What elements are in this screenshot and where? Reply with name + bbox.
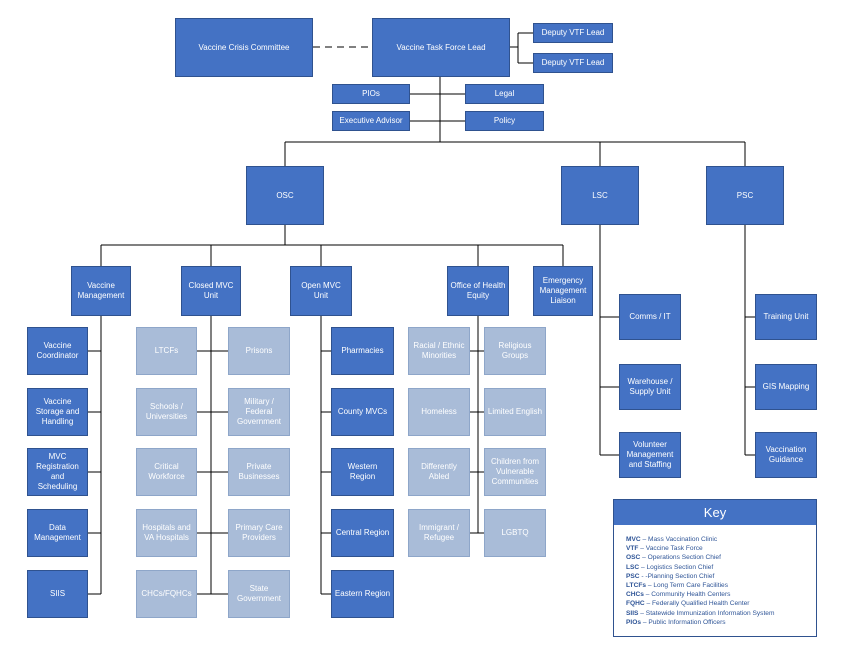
key-definition: – Mass Vaccination Clinic xyxy=(640,536,718,543)
vaccine-crisis-committee: Vaccine Crisis Committee xyxy=(175,18,313,77)
emergency-management-liaison-node: Emergency Management Liaison xyxy=(533,266,593,316)
county-mvcs-node: County MVCs xyxy=(331,388,394,436)
key-entry: SIIS – Statewide Immunization Informatio… xyxy=(626,609,816,618)
prisons-node: Prisons xyxy=(228,327,290,375)
key-title: Key xyxy=(614,500,816,525)
key-definition: – Statewide Immunization Information Sys… xyxy=(638,609,775,617)
eastern-region-node: Eastern Region xyxy=(331,570,394,618)
key-definition: – Logistics Section Chief xyxy=(639,563,714,571)
key-abbr: PSC xyxy=(626,572,640,580)
military-node: Military / Federal Government xyxy=(228,388,290,436)
homeless-node: Homeless xyxy=(408,388,470,436)
training-unit-node: Training Unit xyxy=(755,294,817,340)
key-definition: – Long Term Care Facilities xyxy=(646,582,728,590)
gis-mapping-node: GIS Mapping xyxy=(755,364,817,410)
vaccination-guidance-node: Vaccination Guidance xyxy=(755,432,817,478)
key-definition: – Community Health Centers xyxy=(643,591,731,599)
key-entry: LSC – Logistics Section Chief xyxy=(626,563,816,572)
key-entry: PIOs – Public Information Officers xyxy=(626,618,816,627)
private-businesses-node: Private Businesses xyxy=(228,448,290,496)
state-government-node: State Government xyxy=(228,570,290,618)
lgbtq-node: LGBTQ xyxy=(484,509,546,557)
key-definition: – Public Information Officers xyxy=(641,618,726,626)
schools-node: Schools / Universities xyxy=(136,388,197,436)
key-abbr: LTCFs xyxy=(626,582,647,590)
vaccine-coordinator-node: Vaccine Coordinator xyxy=(27,327,88,375)
data-management-node: Data Management xyxy=(27,509,88,557)
vaccine-management-node: Vaccine Management xyxy=(71,266,131,316)
differently-abled-node: Differently Abled xyxy=(408,448,470,496)
pharmacies-node: Pharmacies xyxy=(331,327,394,375)
closed-mvc-unit-node: Closed MVC Unit xyxy=(181,266,241,316)
siis-node: SIIS xyxy=(27,570,88,618)
key-abbr: SIIS xyxy=(626,609,639,617)
key-entry: CHCs – Community Health Centers xyxy=(626,590,816,599)
mvc-registration-node: MVC Registration and Scheduling xyxy=(27,448,88,496)
comms-it-node: Comms / IT xyxy=(619,294,681,340)
key-definition: – Vaccine Task Force xyxy=(638,545,703,553)
vaccine-task-force-lead: Vaccine Task Force Lead xyxy=(372,18,510,77)
chcs-fqhcs-node: CHCs/FQHCs xyxy=(136,570,197,618)
children-vulnerable-node: Children from Vulnerable Communities xyxy=(484,448,546,496)
open-mvc-unit-node: Open MVC Unit xyxy=(290,266,352,316)
key-definition: – Operations Section Chief xyxy=(640,554,721,562)
key-abbr: PIOs xyxy=(626,618,642,626)
key-abbr: OSC xyxy=(626,554,641,562)
key-entry: VTF – Vaccine Task Force xyxy=(626,544,816,553)
key-abbr: VTF xyxy=(626,545,639,553)
pios-node: PIOs xyxy=(332,84,410,104)
primary-care-node: Primary Care Providers xyxy=(228,509,290,557)
key-abbr: MVC xyxy=(626,536,641,543)
psc-node: PSC xyxy=(706,166,784,225)
vaccine-storage-node: Vaccine Storage and Handling xyxy=(27,388,88,436)
key-entry: FQHC – Federally Qualified Health Center xyxy=(626,599,816,608)
deputy-vtf-lead-2: Deputy VTF Lead xyxy=(533,53,613,73)
key-abbr: CHCs xyxy=(626,591,644,599)
western-region-node: Western Region xyxy=(331,448,394,496)
osc-node: OSC xyxy=(246,166,324,225)
lsc-node: LSC xyxy=(561,166,639,225)
volunteer-management-node: Volunteer Management and Staffing xyxy=(619,432,681,478)
office-of-health-equity-node: Office of Health Equity xyxy=(447,266,509,316)
hospitals-node: Hospitals and VA Hospitals xyxy=(136,509,197,557)
limited-english-node: Limited English xyxy=(484,388,546,436)
key-abbr: FQHC xyxy=(626,600,645,608)
key-entry: LTCFs – Long Term Care Facilities xyxy=(626,581,816,590)
key-definition: – Federally Qualified Health Center xyxy=(644,600,750,608)
critical-workforce-node: Critical Workforce xyxy=(136,448,197,496)
key-entry: OSC – Operations Section Chief xyxy=(626,553,816,562)
central-region-node: Central Region xyxy=(331,509,394,557)
warehouse-supply-node: Warehouse / Supply Unit xyxy=(619,364,681,410)
policy-node: Policy xyxy=(465,111,544,131)
religious-groups-node: Religious Groups xyxy=(484,327,546,375)
key-entry: PSC - -Planning Section Chief xyxy=(626,572,816,581)
legal-node: Legal xyxy=(465,84,544,104)
racial-ethnic-minorities-node: Racial / Ethnic Minorities xyxy=(408,327,470,375)
executive-advisor-node: Executive Advisor xyxy=(332,111,410,131)
key-entry: MVC – Mass Vaccination Clinic xyxy=(626,535,816,544)
ltcfs-node: LTCFs xyxy=(136,327,197,375)
immigrant-refugee-node: Immigrant / Refugee xyxy=(408,509,470,557)
key-abbr: LSC xyxy=(626,563,640,571)
deputy-vtf-lead-1: Deputy VTF Lead xyxy=(533,23,613,43)
key-definition: - -Planning Section Chief xyxy=(639,572,715,580)
